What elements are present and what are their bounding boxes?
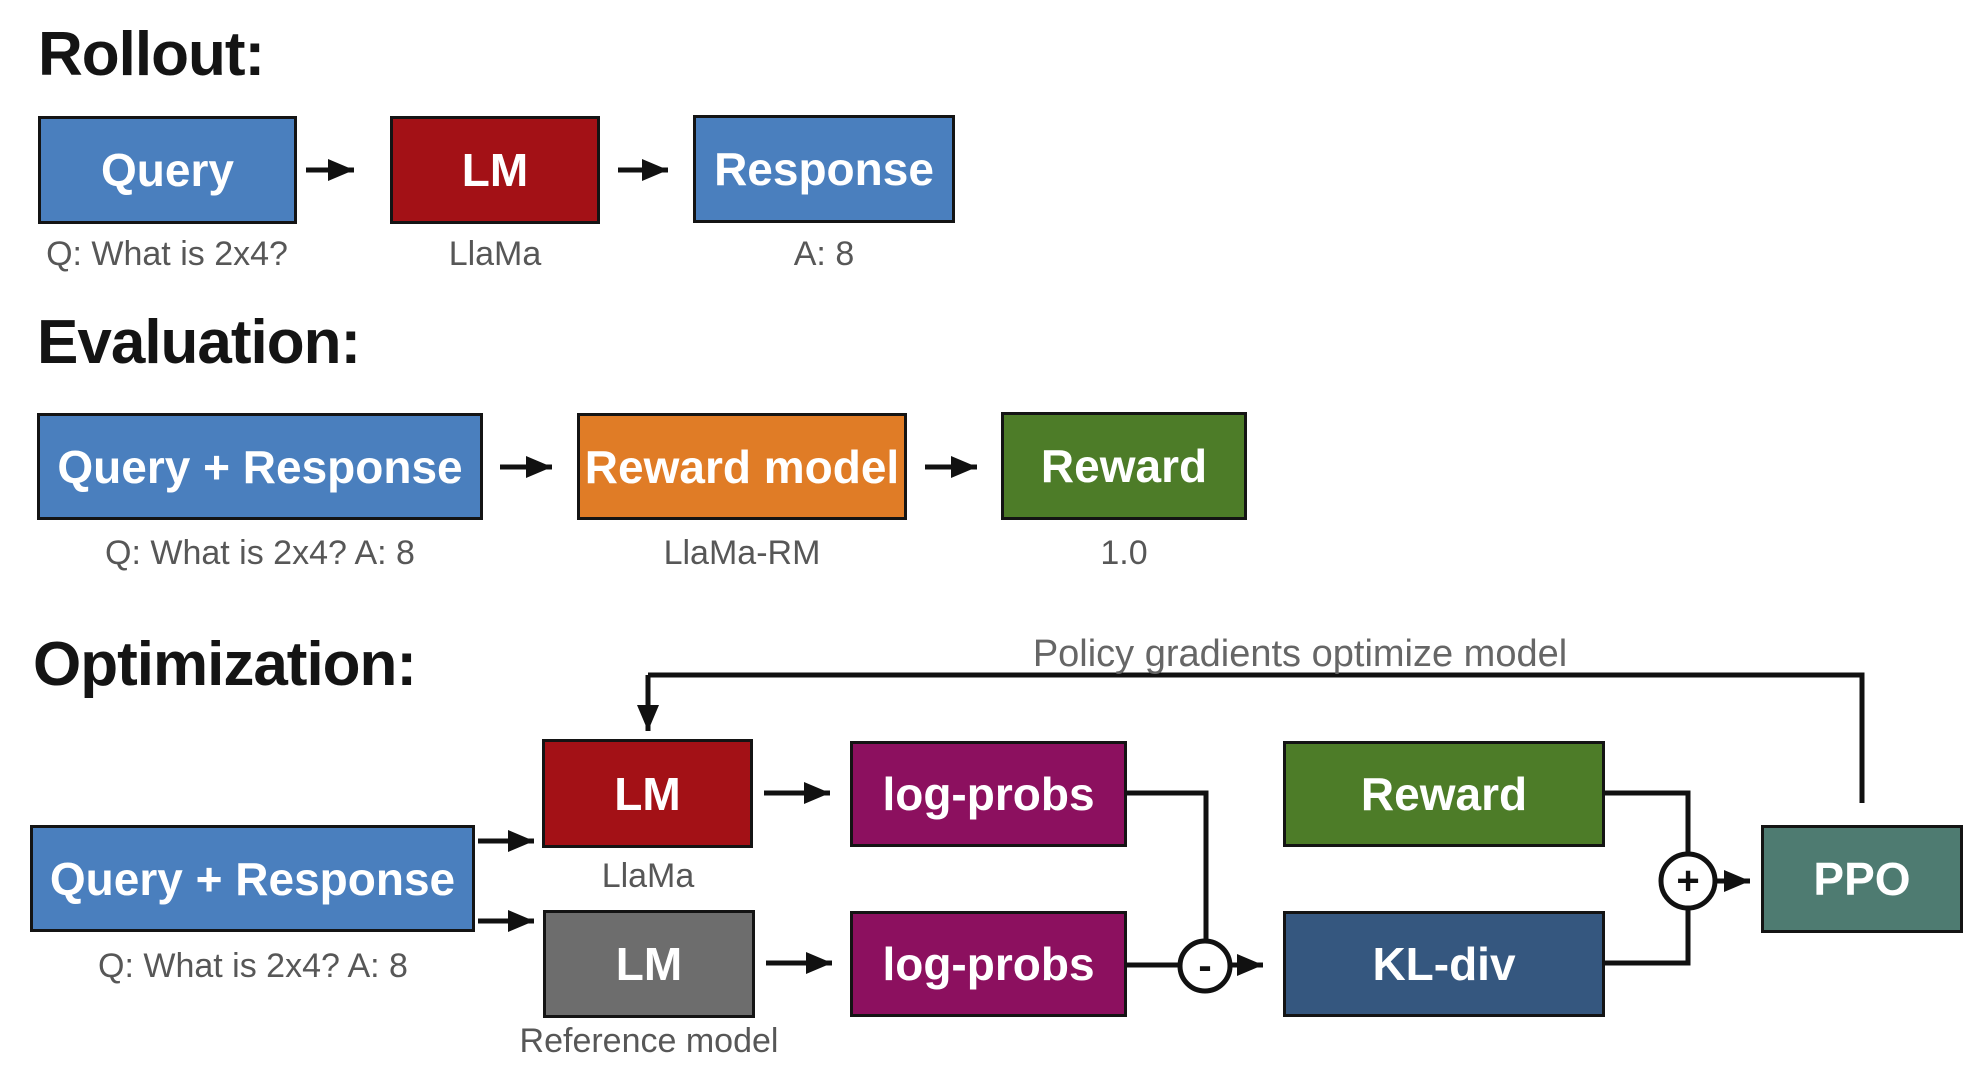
label-query-example: Q: What is 2x4?: [46, 235, 288, 273]
minus-circle: [1177, 938, 1233, 994]
section-title-optimization: Optimization:: [33, 630, 417, 699]
wire-kldiv-to-plus: [1605, 909, 1691, 966]
box-response: Response: [693, 115, 955, 223]
section-title-evaluation: Evaluation:: [37, 308, 361, 377]
label-reward-value: 1.0: [1100, 534, 1148, 572]
wire-logprobs-policy-to-minus: [1127, 790, 1209, 942]
box-reward-opt: Reward: [1283, 741, 1605, 847]
box-query-response-opt: Query + Response: [30, 825, 475, 932]
label-lm-model-rollout: LlaMa: [448, 235, 542, 273]
box-lm-policy: LM: [542, 739, 753, 848]
box-lm-reference: LM: [543, 910, 755, 1018]
label-qr-example-opt: Q: What is 2x4? A: 8: [98, 947, 408, 985]
wire-ppo-feedback: [648, 672, 1865, 803]
label-reward-model-name: LlaMa-RM: [663, 534, 821, 572]
box-ppo: PPO: [1761, 825, 1963, 933]
box-query-response-eval: Query + Response: [37, 413, 483, 520]
box-lm-rollout: LM: [390, 116, 600, 224]
box-logprobs-policy: log-probs: [850, 741, 1127, 847]
operator-plus: +: [1676, 859, 1700, 903]
plus-circle: [1658, 851, 1718, 911]
box-reward-eval: Reward: [1001, 412, 1247, 520]
label-lm-reference-name: Reference model: [519, 1022, 779, 1060]
operator-minus: -: [1198, 944, 1212, 988]
box-reward-model: Reward model: [577, 413, 907, 520]
wire-reward-to-plus: [1605, 790, 1691, 854]
annotation-policy-gradients: Policy gradients optimize model: [1032, 633, 1568, 675]
box-kl-div: KL-div: [1283, 911, 1605, 1017]
label-response-example: A: 8: [793, 235, 855, 273]
box-query: Query: [38, 116, 297, 224]
box-logprobs-reference: log-probs: [850, 911, 1127, 1017]
label-lm-policy-name: LlaMa: [601, 857, 695, 895]
section-title-rollout: Rollout:: [38, 20, 265, 89]
label-qr-example-eval: Q: What is 2x4? A: 8: [105, 534, 415, 572]
